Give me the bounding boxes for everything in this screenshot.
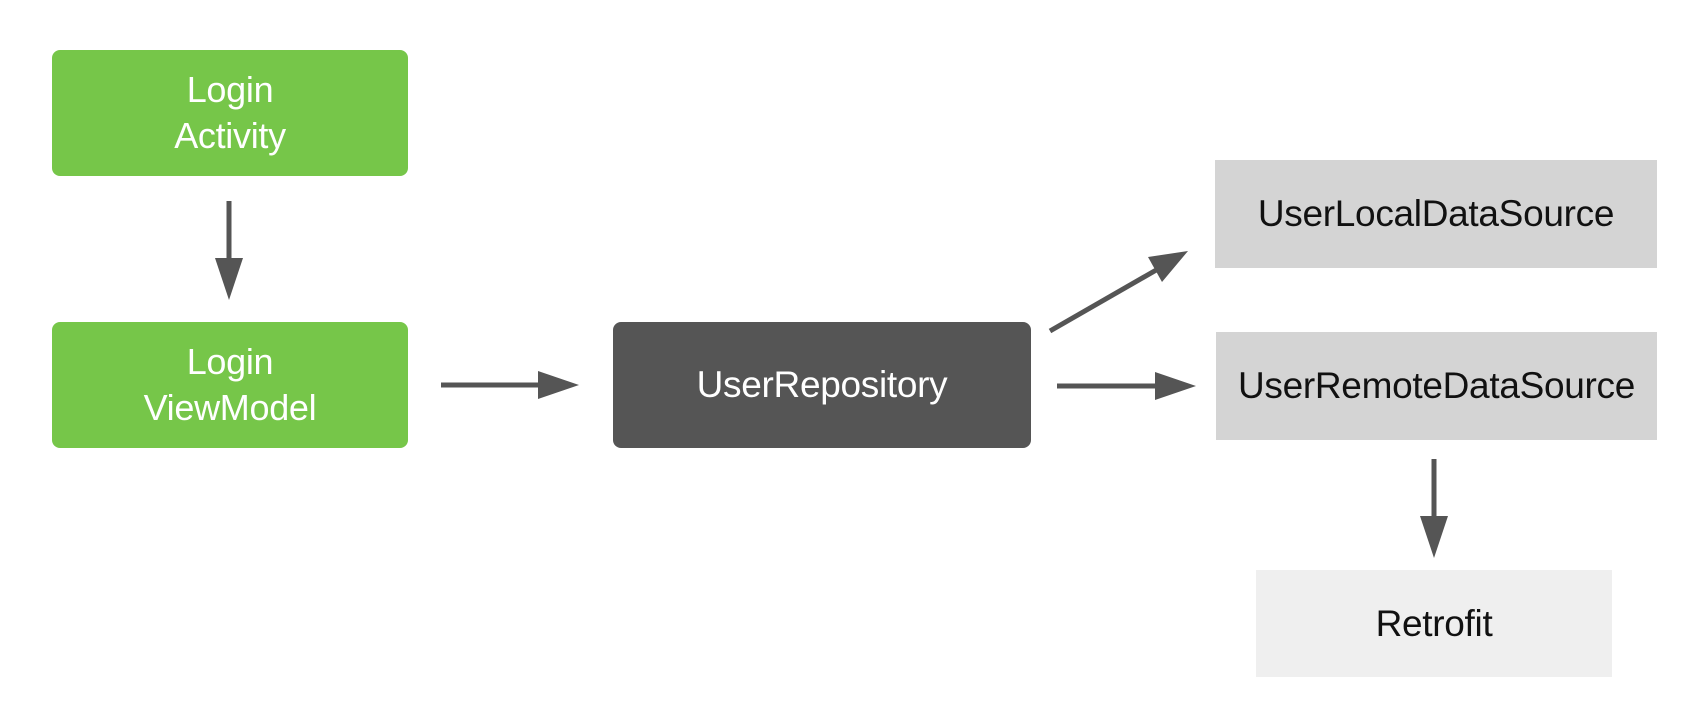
- user-local-data-source-label: UserLocalDataSource: [1257, 193, 1615, 234]
- retrofit-label: Retrofit: [1375, 602, 1493, 644]
- login-viewmodel-node: Login ViewModel: [52, 322, 408, 448]
- login-activity-label: Login Activity: [174, 69, 286, 156]
- arrow-activity-to-viewmodel-head: [215, 258, 243, 300]
- arrow-remote-to-retrofit-head: [1420, 516, 1448, 558]
- login-viewmodel-label: Login ViewModel: [143, 341, 317, 428]
- retrofit-node: Retrofit: [1256, 570, 1612, 677]
- arrow-repository-to-local-head: [1148, 251, 1188, 282]
- user-repository-node: UserRepository: [613, 322, 1031, 448]
- arrow-repository-to-remote-head: [1155, 372, 1196, 400]
- arrow-repository-to-local-shaft: [1048, 266, 1160, 334]
- user-local-data-source-node: UserLocalDataSource: [1215, 160, 1657, 268]
- user-repository-label: UserRepository: [696, 364, 948, 405]
- user-remote-data-source-label: UserRemoteDataSource: [1237, 365, 1636, 406]
- login-activity-node: Login Activity: [52, 50, 408, 176]
- arrow-viewmodel-to-repository-head: [538, 371, 579, 399]
- user-remote-data-source-node: UserRemoteDataSource: [1216, 332, 1657, 440]
